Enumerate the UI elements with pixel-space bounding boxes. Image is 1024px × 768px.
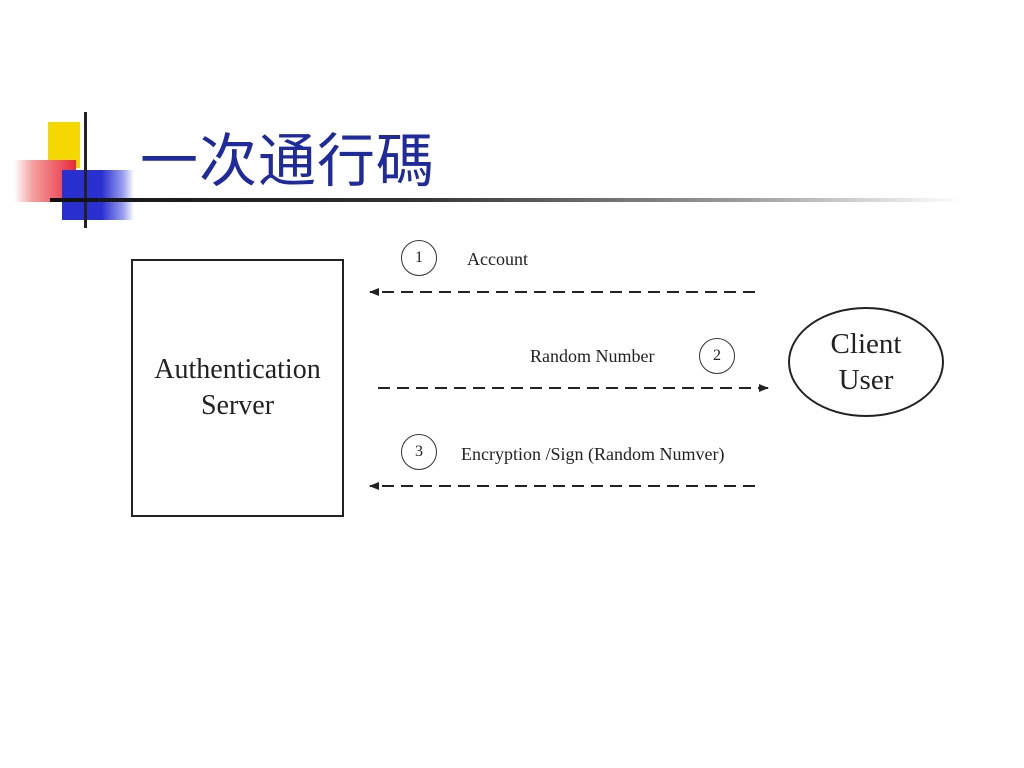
- step-3-number-circle: 3: [401, 434, 437, 470]
- step-1-label: Account: [467, 249, 528, 269]
- client-label-line2: User: [838, 364, 894, 396]
- slide-title: 一次通行碼: [140, 127, 436, 195]
- step-2-number-circle: 2: [699, 338, 735, 374]
- server-label-line1: Authentication: [154, 354, 321, 385]
- title-deco-blue-bar: [62, 170, 134, 220]
- server-label-line2: Server: [200, 390, 275, 421]
- title-underline: [50, 198, 960, 202]
- title-deco-vertical-line: [84, 112, 87, 228]
- client-label-line1: Client: [830, 328, 902, 360]
- step-1-number-circle: 1: [401, 240, 437, 276]
- step-3-label: Encryption /Sign (Random Numver): [461, 444, 725, 464]
- client-user-ellipse: Client User: [788, 307, 944, 417]
- authentication-server-box: Authentication Server: [131, 259, 344, 517]
- step-2-label: Random Number: [530, 346, 655, 366]
